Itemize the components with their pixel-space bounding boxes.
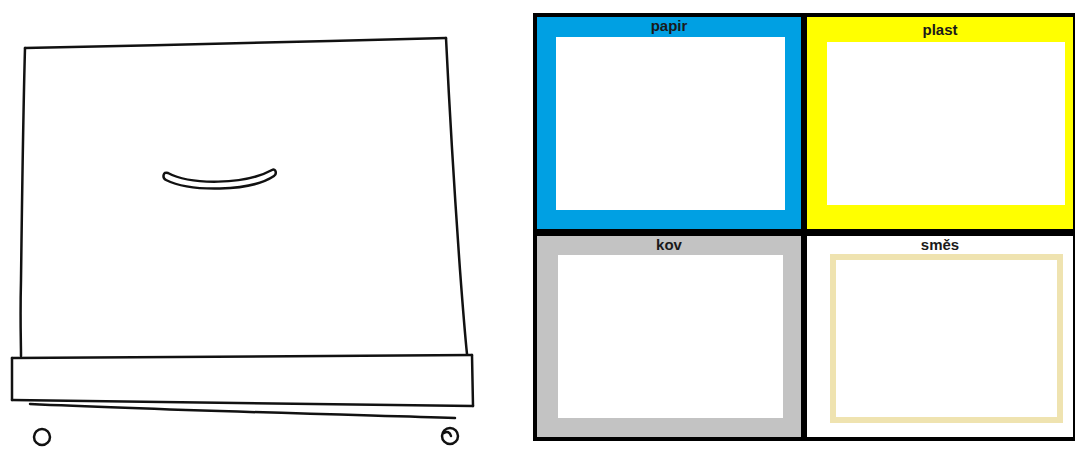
cabinet-left [21,48,25,356]
mixed-bin-box: směs [807,236,1073,437]
bin-label: plast [807,21,1073,38]
base-underside [30,404,455,418]
paper-bin-box: papir [537,17,801,229]
bin-frame-inner [558,255,783,418]
base-left [11,358,14,400]
wheel-axle [444,432,451,436]
bin-label: směs [807,236,1073,253]
bin-frame-inner [556,37,785,210]
cabinet-top [25,38,446,48]
metal-bin-box: kov [537,236,801,437]
base-right [472,355,473,406]
bin-label: kov [537,236,801,253]
bin-frame-inner [827,42,1065,205]
wheel [442,428,458,444]
plastic-bin-box: plast [807,17,1073,229]
bin-frame-inner [830,254,1063,423]
base-top [12,355,472,358]
handle [164,170,276,189]
bin-illustration [0,0,500,450]
wheel [34,429,50,445]
bin-label: papir [537,17,801,34]
cabinet-right [446,38,467,354]
